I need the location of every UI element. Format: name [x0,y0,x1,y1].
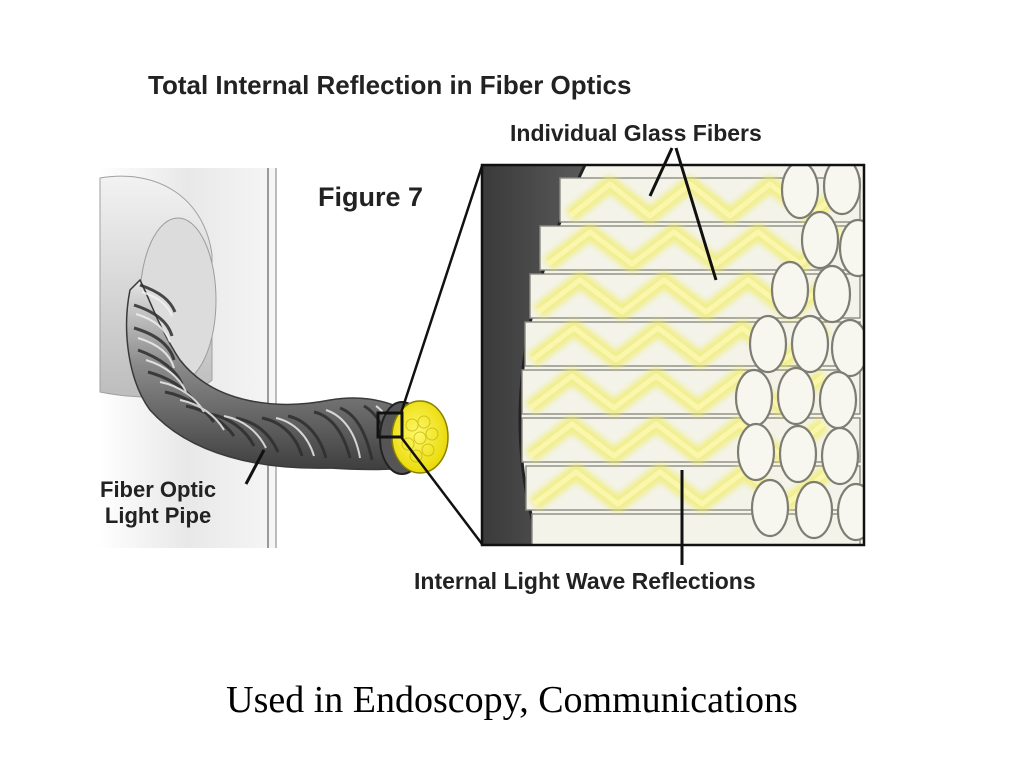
fiber-bundle-end [376,400,449,475]
fiber-end-openings [734,165,864,542]
magnified-panel [480,163,866,547]
slide-caption: Used in Endoscopy, Communications [226,679,798,721]
figure-label: Figure 7 [318,182,424,212]
label-light-pipe-line2: Light Pipe [104,503,212,528]
leader-glass-fibers-b [674,147,718,281]
leader-light-pipe [244,449,266,485]
label-light-pipe-line1: Fiber Optic [100,477,217,502]
zoom-lines [399,165,484,545]
diagram-title: Total Internal Reflection in Fiber Optic… [148,70,632,100]
light-pipe-conduit [125,278,413,471]
leader-lines [244,147,718,565]
label-individual-glass-fibers: Individual Glass Fibers [510,120,762,146]
magnify-box [376,411,404,439]
label-fiber-optic-light-pipe: Fiber Optic Light Pipe [100,477,216,529]
leader-glass-fibers-a [648,147,674,197]
label-internal-light-wave-reflections: Internal Light Wave Reflections [414,568,756,594]
